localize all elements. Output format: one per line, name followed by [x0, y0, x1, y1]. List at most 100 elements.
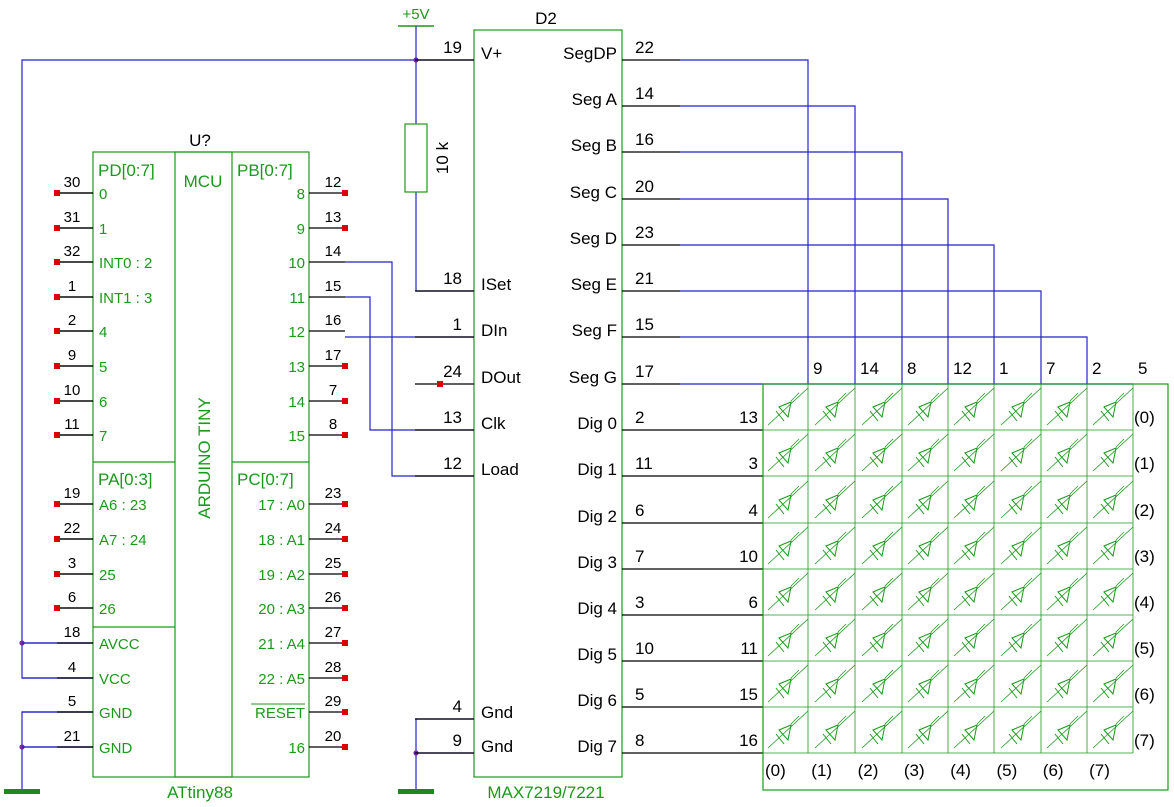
matrix-column-pin-number: 7: [1046, 359, 1055, 378]
led-ray: [1069, 669, 1079, 679]
led-bar: [822, 410, 832, 422]
led-triangle: [918, 632, 932, 650]
led-ray: [837, 623, 847, 633]
led-triangle: [964, 494, 978, 512]
led: [1000, 664, 1042, 703]
driver-left-pin-label: DIn: [481, 321, 507, 340]
led-ray: [930, 577, 940, 587]
matrix-row-label: (4): [1134, 593, 1155, 612]
led-bar: [1100, 733, 1110, 745]
driver-part: MAX7219/7221: [487, 783, 604, 802]
led-ray: [837, 669, 847, 679]
led-triangle: [918, 678, 932, 696]
led-lead: [1092, 387, 1134, 426]
wires: [19, 57, 1133, 790]
led: [907, 526, 949, 565]
mcu-right-pin-label: 13: [288, 359, 305, 376]
pin-end-marker: [342, 398, 348, 404]
led-triangle: [1057, 401, 1071, 419]
mcu-left-pin-label: GND: [99, 705, 133, 722]
led-triangle: [918, 494, 932, 512]
driver-right-pin-label: Seg G: [569, 368, 617, 387]
led-ray: [976, 531, 986, 541]
led: [814, 433, 856, 472]
driver-right-pin-label: Dig 6: [577, 691, 617, 710]
matrix-column-label: (6): [1043, 761, 1064, 780]
led-bar: [775, 687, 785, 699]
led: [907, 572, 949, 611]
led-lead: [1000, 526, 1042, 565]
driver-right-pin-number: 20: [635, 177, 654, 196]
led-lead: [861, 433, 903, 472]
led-lead: [953, 572, 995, 611]
led-ray: [1115, 577, 1125, 587]
matrix-column-label: (3): [904, 761, 925, 780]
matrix-column-pin-number: 5: [1138, 359, 1147, 378]
led-ray: [1069, 485, 1079, 495]
led-triangle: [1057, 447, 1071, 465]
mcu-right-pin-number: 25: [325, 555, 342, 572]
pin-end-marker: [54, 363, 60, 369]
led-ray: [837, 438, 847, 448]
led-triangle: [872, 586, 886, 604]
mcu-right-pin-number: 28: [325, 659, 342, 676]
led-ray: [1115, 392, 1125, 402]
driver-left-pin-number: 19: [443, 38, 462, 57]
pin-end-marker: [342, 744, 348, 750]
led-lead: [1046, 387, 1088, 426]
led-lead: [1046, 572, 1088, 611]
mcu-left-pin-number: 19: [64, 485, 81, 502]
led: [1000, 710, 1042, 749]
led-triangle: [1103, 447, 1117, 465]
led-lead: [767, 387, 809, 426]
ground-symbol: [4, 789, 40, 794]
resistor-label: 10 k: [433, 141, 452, 174]
led: [814, 387, 856, 426]
led-ray: [1023, 715, 1033, 725]
pin-end-marker: [54, 571, 60, 577]
led-ray: [790, 577, 800, 587]
led: [1046, 526, 1088, 565]
led-triangle: [778, 632, 792, 650]
mcu-left-pin-label: INT1 : 3: [99, 290, 152, 307]
led-ray: [930, 669, 940, 679]
mcu-right-pin-number: 7: [329, 382, 337, 399]
led-bar: [822, 687, 832, 699]
led: [1092, 433, 1134, 472]
led-bar: [1008, 733, 1018, 745]
led-lead: [907, 480, 949, 519]
led-triangle: [872, 632, 886, 650]
led: [1092, 618, 1134, 657]
led: [953, 572, 995, 611]
led-bar: [915, 410, 925, 422]
led-lead: [767, 664, 809, 703]
mcu-right-pin-number: 8: [329, 416, 337, 433]
driver-left-pin-number: 9: [453, 731, 462, 750]
driver-right-pin-number: 23: [635, 223, 654, 242]
mcu-group-pb: PB[0:7]: [237, 161, 293, 180]
mcu-center-column: [174, 151, 233, 778]
led: [814, 618, 856, 657]
driver-left-pin-number: 12: [443, 454, 462, 473]
matrix-row-label: (6): [1134, 685, 1155, 704]
matrix-row-pin-number: 10: [739, 547, 758, 566]
led: [767, 526, 809, 565]
mcu-group-pc: PC[0:7]: [237, 470, 294, 489]
driver-left-pin-number: 24: [443, 362, 462, 381]
led-ray: [930, 485, 940, 495]
led-ray: [790, 392, 800, 402]
mcu-left-pin-label: GND: [99, 740, 133, 757]
led-triangle: [1011, 632, 1025, 650]
mcu-left-pin-number: 32: [64, 243, 81, 260]
driver-body: [473, 29, 623, 778]
led-bar: [1054, 503, 1064, 515]
led-bar: [1100, 503, 1110, 515]
mcu-right-pin-number: 24: [325, 520, 342, 537]
led-lead: [907, 618, 949, 657]
led-ray: [790, 715, 800, 725]
led: [767, 664, 809, 703]
led-triangle: [1103, 678, 1117, 696]
led-triangle: [918, 447, 932, 465]
led-lead: [907, 664, 949, 703]
mcu-left-pin-label: VCC: [99, 671, 131, 688]
